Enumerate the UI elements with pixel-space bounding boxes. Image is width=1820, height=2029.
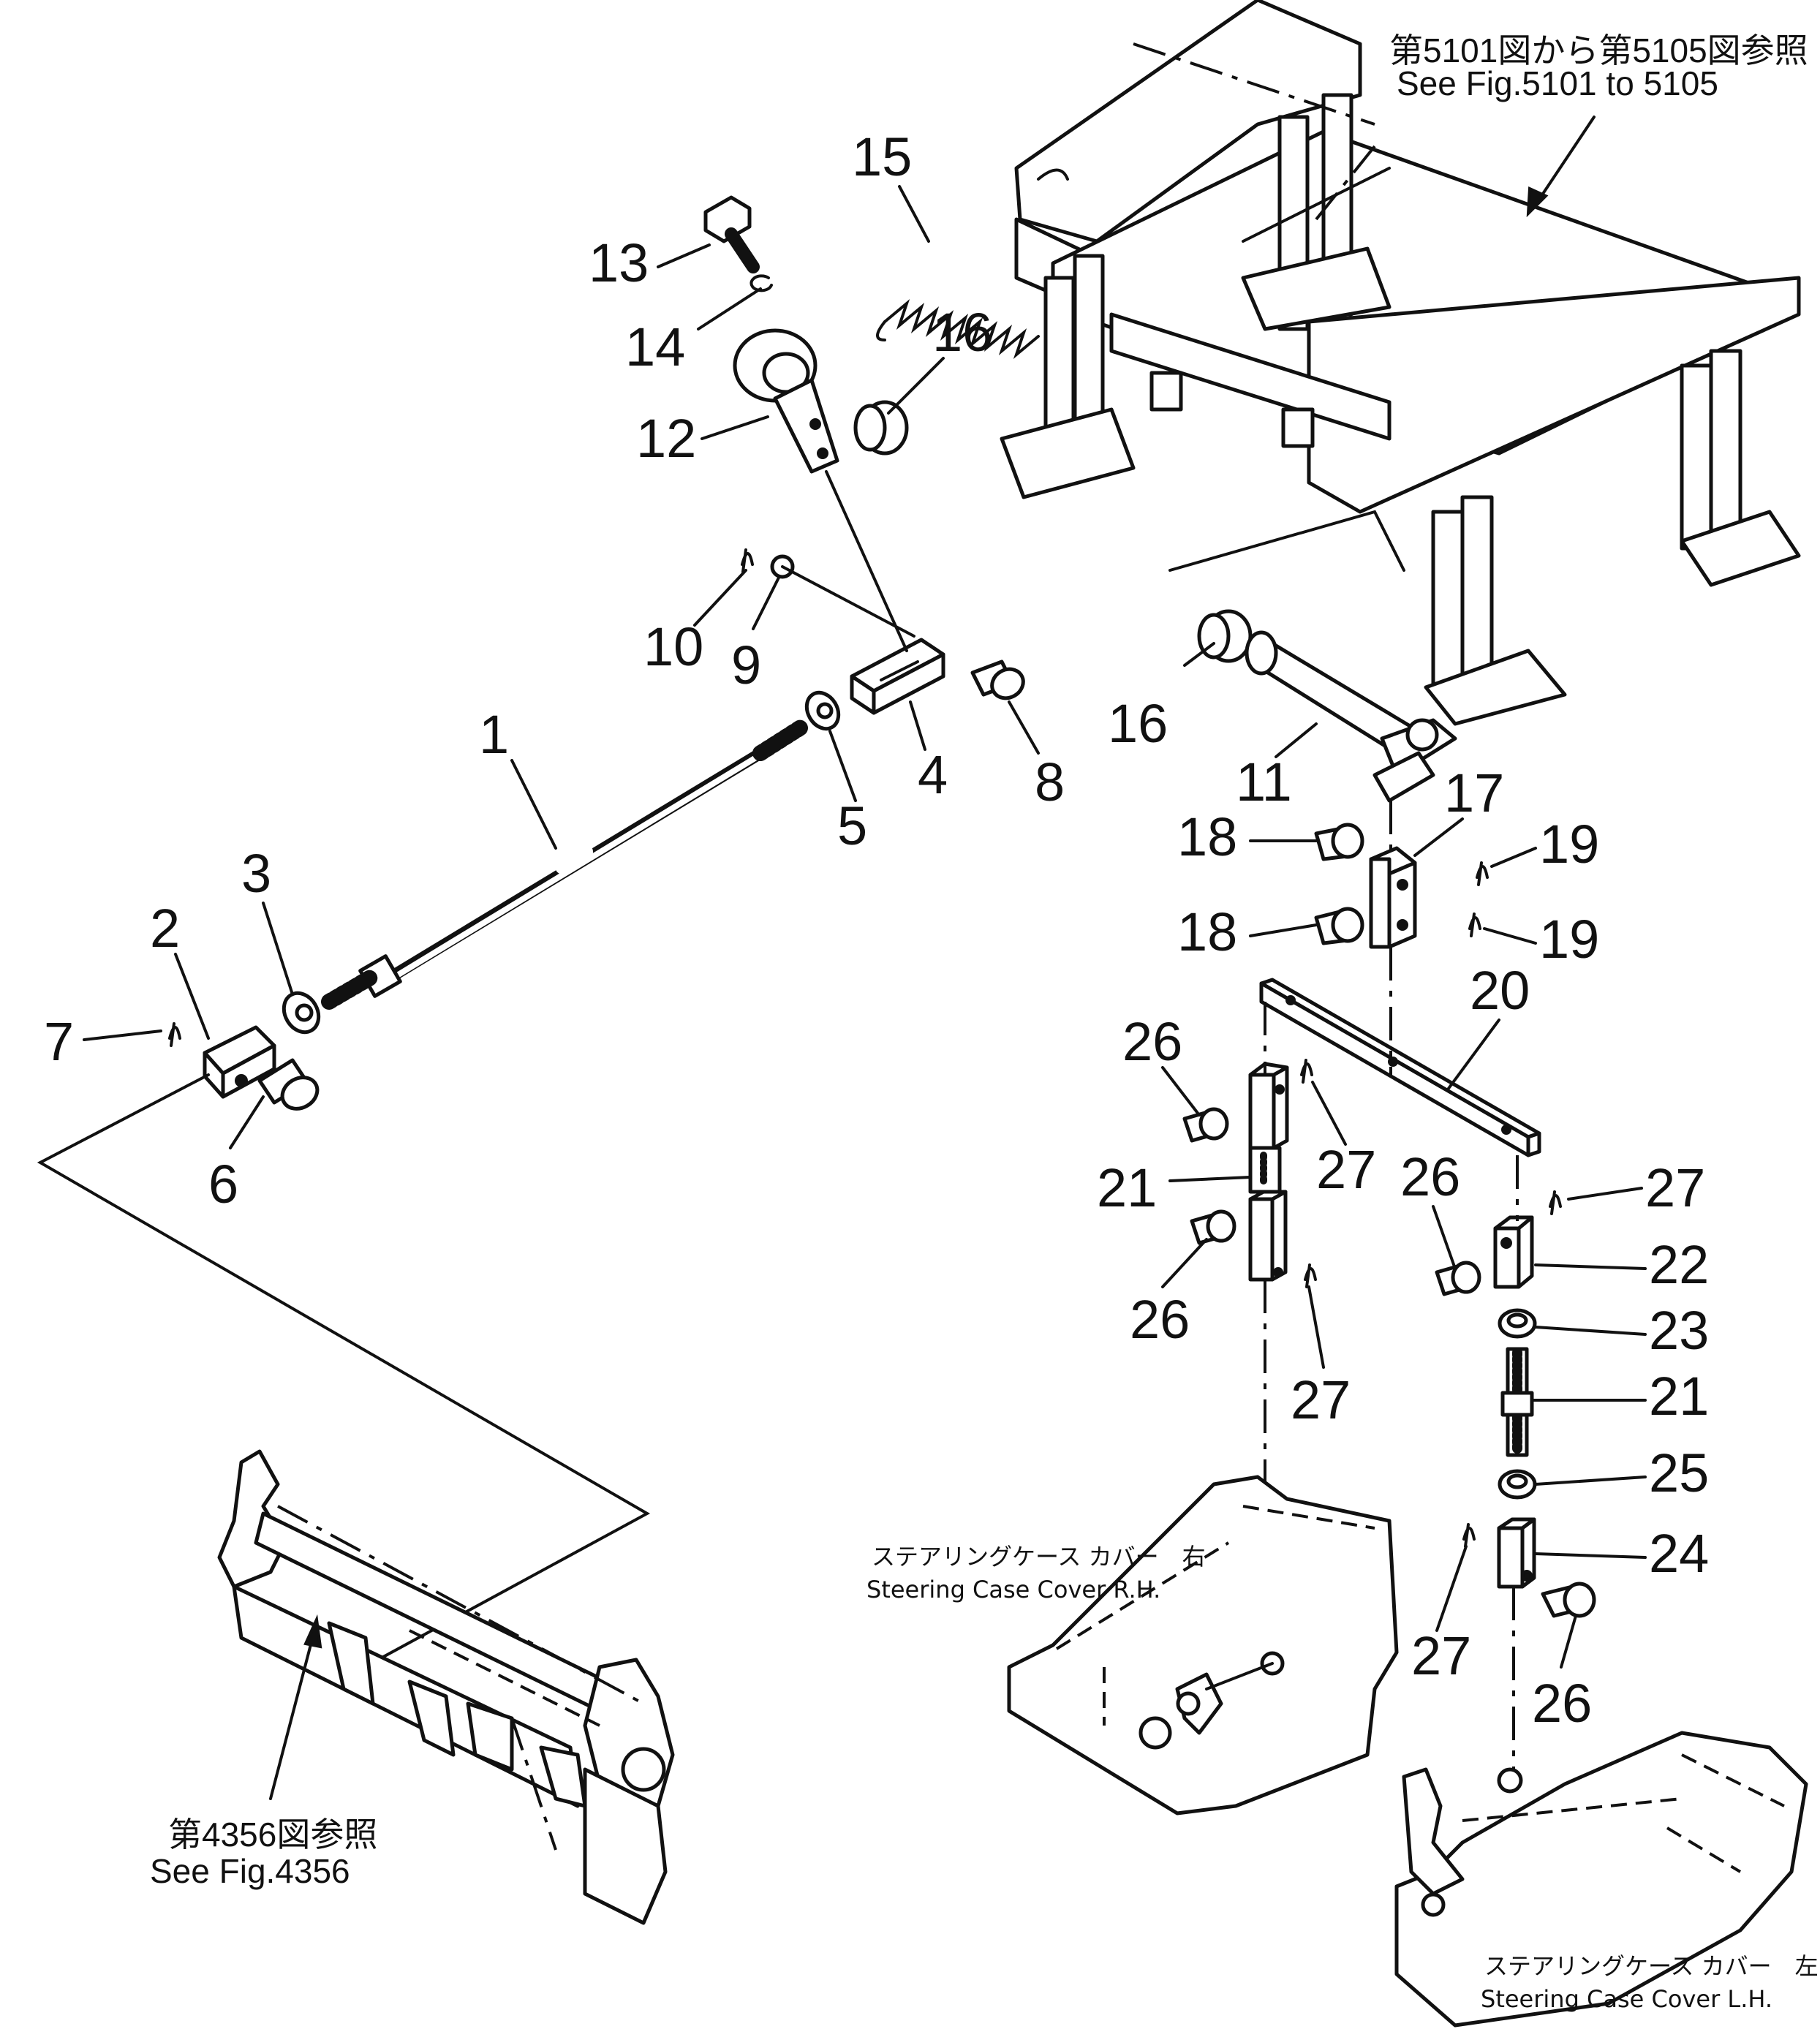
- label-23: 23: [1649, 1300, 1709, 1361]
- label-27-d: 27: [1411, 1625, 1471, 1686]
- bracket-reference-jp: 第4356図参照: [168, 1815, 377, 1854]
- bracket-connection-line: [37, 1073, 651, 1676]
- label-25: 25: [1649, 1443, 1709, 1503]
- label-3: 3: [241, 843, 271, 904]
- steering-case-cover-rh: [1007, 1475, 1399, 1815]
- cotter-pin-27-a: [1300, 1059, 1313, 1084]
- bushing-16-upper: [853, 400, 909, 456]
- label-18-lower: 18: [1177, 902, 1237, 962]
- cover-rh-caption-jp: ステアリングケース カバー 右: [872, 1543, 1206, 1571]
- cotter-pin-27-b: [1304, 1263, 1317, 1288]
- lock-washer-14: [749, 274, 773, 292]
- pin-26-d: [1541, 1582, 1596, 1618]
- label-26-a: 26: [1122, 1011, 1182, 1072]
- label-27-b: 27: [1291, 1369, 1351, 1430]
- frame-reference-en: See Fig.5101 to 5105: [1397, 64, 1718, 102]
- label-9: 9: [731, 635, 761, 695]
- cover-lh-caption-jp: ステアリングケース カバー 左: [1484, 1952, 1819, 1980]
- label-22: 22: [1649, 1234, 1709, 1295]
- label-2: 2: [150, 898, 180, 959]
- label-19-lower: 19: [1539, 909, 1599, 970]
- cotter-pin-27-d: [1462, 1523, 1476, 1548]
- frame-reference-arrow: [1526, 116, 1596, 218]
- label-10: 10: [643, 616, 703, 677]
- label-27-a: 27: [1316, 1139, 1376, 1200]
- pin-26-c: [1435, 1261, 1481, 1296]
- cotter-pin-27-c: [1549, 1190, 1562, 1215]
- leader-lines: [83, 185, 1647, 1669]
- yoke-lower-left: [1248, 1190, 1288, 1282]
- cotter-pin-7: [168, 1022, 181, 1047]
- block-22: [1493, 1215, 1534, 1289]
- rod-1: [321, 719, 809, 1010]
- bolt-13: [703, 195, 760, 273]
- label-5: 5: [837, 796, 867, 856]
- pin-6: [257, 1058, 320, 1111]
- frame-reference-jp: 第5101図から第5105図参照: [1389, 31, 1808, 69]
- rod-21-left: [1248, 1146, 1282, 1194]
- lever-12: [733, 328, 839, 474]
- nut-5: [804, 690, 841, 731]
- label-15: 15: [852, 126, 912, 187]
- cotter-pin-19-upper: [1476, 861, 1489, 886]
- shaft-11: [1245, 630, 1457, 803]
- bracket-reference-arrow: [269, 1614, 322, 1800]
- label-19-upper: 19: [1539, 814, 1599, 874]
- label-16-upper: 16: [932, 302, 992, 363]
- label-8: 8: [1035, 752, 1065, 812]
- label-21-right: 21: [1649, 1366, 1709, 1427]
- pin-26-a: [1182, 1107, 1229, 1143]
- label-14: 14: [625, 317, 685, 377]
- bracket-reference-en: See Fig.4356: [150, 1852, 350, 1890]
- label-13: 13: [589, 233, 649, 293]
- part-number-labels: 1 2 3 4 5 6 7 8 9 10 11 12 13 14 15 16 1…: [44, 126, 1709, 1734]
- link-plate-20: [1259, 978, 1541, 1157]
- rod-21-right: [1500, 1347, 1534, 1457]
- clevis-2: [203, 1025, 276, 1099]
- block-24: [1497, 1517, 1536, 1589]
- label-12: 12: [636, 408, 696, 469]
- pin-26-b: [1190, 1209, 1236, 1245]
- pin-18-lower: [1314, 907, 1364, 945]
- cover-rh-caption-en: Steering Case Cover R.H.: [866, 1576, 1160, 1603]
- pin-8: [970, 660, 1025, 700]
- cotter-pin-10: [741, 548, 754, 573]
- label-4: 4: [918, 744, 948, 805]
- label-26-c: 26: [1400, 1146, 1460, 1207]
- label-21-left: 21: [1097, 1157, 1157, 1218]
- cotter-pin-19-lower: [1468, 913, 1481, 937]
- label-24: 24: [1649, 1523, 1709, 1584]
- yoke-upper-left: [1248, 1062, 1289, 1150]
- label-18-upper: 18: [1177, 806, 1237, 867]
- label-27-c: 27: [1645, 1157, 1705, 1218]
- cover-lh-caption-en: Steering Case Cover L.H.: [1481, 1985, 1772, 2013]
- steering-case-cover-lh: [1394, 1731, 1808, 2028]
- bushing-16-lower: [1197, 609, 1253, 663]
- frame-assembly: [1000, 0, 1801, 726]
- spring-15: [876, 168, 1069, 360]
- label-26-b: 26: [1130, 1289, 1190, 1350]
- label-7: 7: [44, 1011, 74, 1072]
- nut-25: [1498, 1469, 1537, 1500]
- label-20: 20: [1470, 960, 1530, 1021]
- label-16-lower: 16: [1108, 693, 1168, 754]
- label-26-d: 26: [1532, 1673, 1592, 1734]
- label-11: 11: [1236, 752, 1292, 812]
- nut-3: [282, 991, 321, 1035]
- label-6: 6: [208, 1154, 238, 1214]
- label-17: 17: [1444, 763, 1504, 823]
- block-17: [1369, 846, 1417, 949]
- yoke-4: [850, 638, 945, 715]
- pin-18-upper: [1314, 823, 1364, 861]
- label-1: 1: [479, 704, 509, 765]
- nut-23: [1498, 1308, 1537, 1339]
